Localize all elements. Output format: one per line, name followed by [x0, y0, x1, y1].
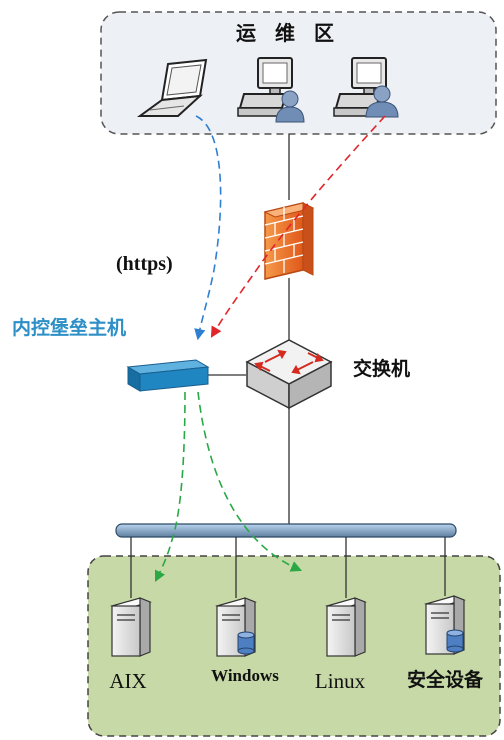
bastion-label: 内控堡垒主机 [12, 316, 126, 339]
server-icon [424, 595, 466, 655]
server-label-windows: Windows [211, 666, 279, 685]
server-label-security: 安全设备 [407, 668, 484, 691]
ops-zone [100, 11, 497, 135]
laptop-icon [136, 58, 208, 117]
workstation-user-icon [333, 57, 399, 118]
ops-zone-label: 运 维 区 [236, 21, 340, 45]
workstation-user-icon [237, 57, 305, 123]
database-icon [237, 631, 255, 655]
server-icon [215, 597, 257, 657]
network-bus [115, 523, 457, 538]
flow-workstation-to-bastion [210, 115, 386, 338]
server-icon [110, 597, 152, 657]
flow-bastion-to-windows [197, 391, 303, 572]
server-icon [325, 597, 367, 657]
server-zone [87, 555, 501, 737]
flow-laptop-to-bastion [194, 115, 222, 341]
server-label-linux: Linux [315, 669, 366, 693]
flow-bastion-to-aix [154, 391, 186, 583]
bastion-host-icon [126, 359, 210, 392]
firewall-icon [263, 202, 315, 280]
protocol-label: (https) [116, 253, 173, 275]
switch-icon [245, 339, 333, 410]
switch-label: 交换机 [353, 357, 410, 380]
database-icon [446, 629, 464, 653]
server-label-aix: AIX [109, 669, 146, 693]
